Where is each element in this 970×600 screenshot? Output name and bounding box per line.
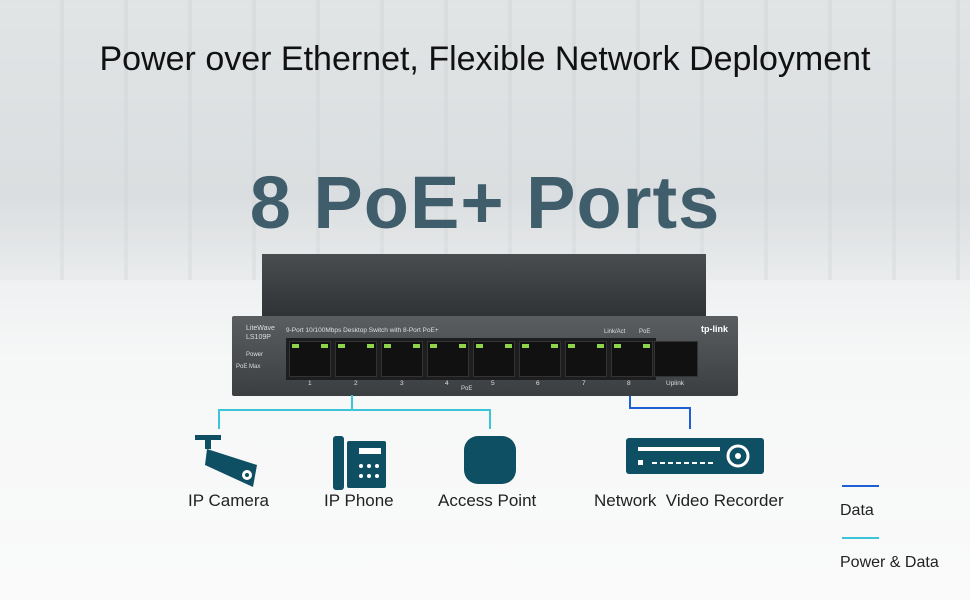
connector-line: [629, 407, 691, 409]
device-label: Access Point: [438, 491, 537, 510]
switch-description: 9-Port 10/100Mbps Desktop Switch with 8-…: [286, 327, 439, 334]
port-number: 3: [400, 380, 404, 387]
device-label: IP Camera: [188, 491, 269, 510]
feature-title: 8 PoE+ Ports: [249, 161, 721, 244]
port-number: 4: [445, 380, 449, 387]
uplink-label: Uplink: [666, 380, 685, 387]
background-office: [0, 0, 970, 280]
connector-line: [629, 396, 631, 409]
port-8: [611, 341, 653, 377]
legend-data-swatch: [842, 485, 879, 487]
connector-line: [351, 395, 353, 411]
device-label: IP Phone: [324, 491, 394, 510]
port-2: [335, 341, 377, 377]
port-1: [289, 341, 331, 377]
series-logo: LiteWave: [246, 325, 275, 332]
port-number: 1: [308, 380, 312, 387]
link-act-label: Link/Act: [604, 329, 626, 335]
device-label: Network Video Recorder: [594, 491, 784, 510]
ip-phone-icon: [333, 436, 386, 490]
poe-led-label: PoE: [639, 329, 651, 335]
connector-line: [218, 409, 491, 411]
nvr-icon: [626, 438, 764, 474]
power-led-label: Power: [246, 352, 264, 358]
port-6: [519, 341, 561, 377]
legend-data-label: Data: [840, 502, 874, 519]
access-point-icon: [464, 436, 516, 484]
legend-power-data-label: Power & Data: [840, 554, 939, 571]
poemax-led-label: PoE Max: [236, 364, 261, 370]
uplink-port: [654, 341, 698, 377]
port-3: [381, 341, 423, 377]
port-number: 8: [627, 380, 631, 387]
connector-line: [218, 409, 220, 429]
port-number: 5: [491, 380, 495, 387]
port-4: [427, 341, 469, 377]
model: LS109P: [246, 334, 271, 341]
legend-power-data-swatch: [842, 537, 879, 539]
port-number: 6: [536, 380, 540, 387]
ip-camera-icon: [195, 435, 257, 487]
switch-top: [262, 254, 706, 318]
poe-group-label: PoE: [461, 386, 473, 392]
tp-link-logo: tp-link: [701, 324, 728, 334]
connector-line: [689, 407, 691, 429]
headline: Power over Ethernet, Flexible Network De…: [99, 40, 871, 78]
port-5: [473, 341, 515, 377]
poe-ports: [286, 338, 656, 380]
port-number: 2: [354, 380, 358, 387]
connector-line: [489, 409, 491, 429]
port-7: [565, 341, 607, 377]
port-number: 7: [582, 380, 586, 387]
